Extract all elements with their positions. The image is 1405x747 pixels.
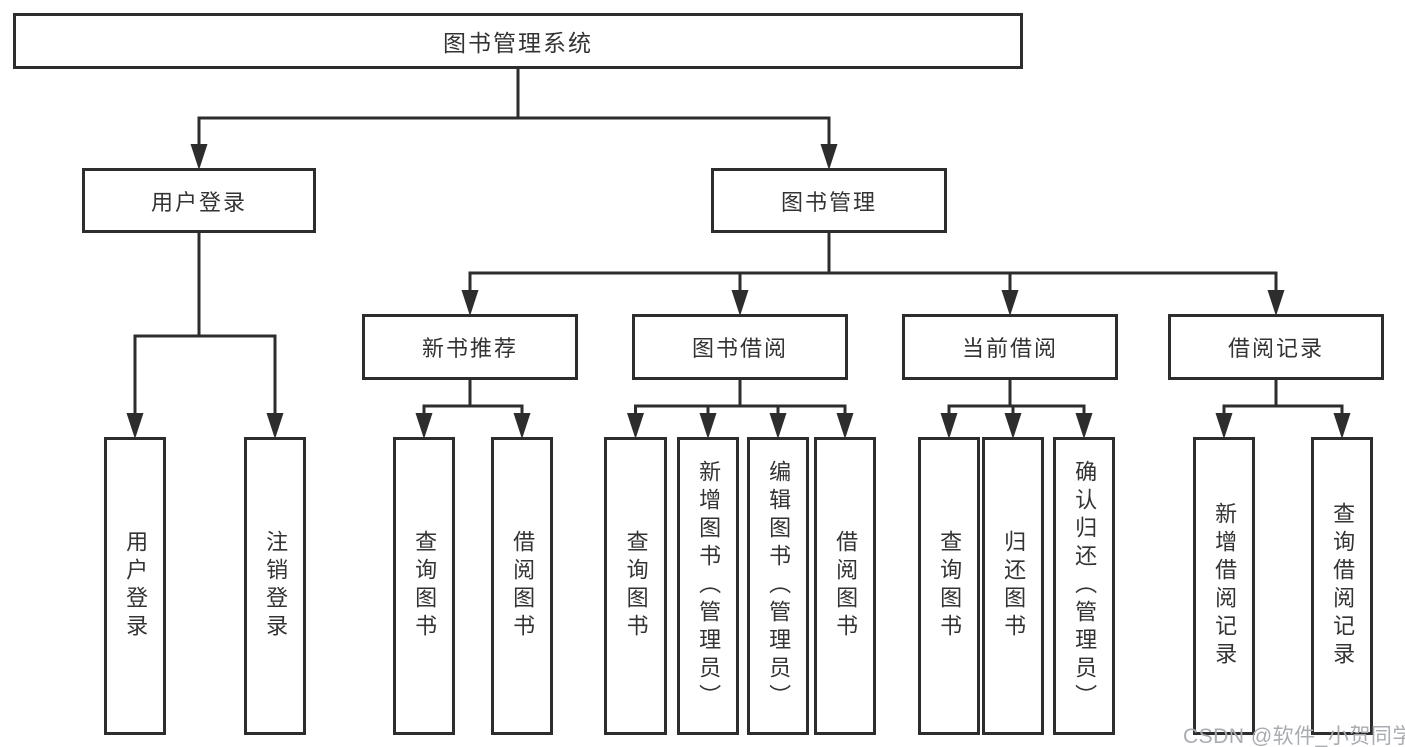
diagram-node-new-book-rec: 新书推荐 <box>362 314 578 380</box>
diagram-node-current-borrow: 当前借阅 <box>902 314 1118 380</box>
node-label: 图书借阅 <box>691 336 788 361</box>
diagram-node-br-query: 查询借阅记录 <box>1311 437 1373 735</box>
node-label: 借阅图书 <box>833 530 859 642</box>
arrowhead-down-icon <box>513 413 531 439</box>
arrowhead-down-icon <box>1215 413 1233 439</box>
node-label: 用户登录 <box>150 189 247 215</box>
watermark: CSDN @软件_小贺同学 <box>1183 725 1405 747</box>
diagram-node-cb-query: 查询图书 <box>918 437 980 735</box>
node-label: 用户登录 <box>123 530 149 642</box>
node-label: 查询图书 <box>623 530 649 642</box>
diagram-node-bb-add: 新增图书（管理员） <box>677 437 739 735</box>
diagram-node-user-login: 用户登录 <box>104 437 166 735</box>
diagram-node-login: 用户登录 <box>82 168 316 233</box>
arrowhead-down-icon <box>266 413 284 439</box>
node-label: 查询借阅记录 <box>1330 502 1356 670</box>
node-label: 查询图书 <box>937 530 963 642</box>
arrowhead-down-icon <box>731 290 749 316</box>
diagram-node-book-mgmt: 图书管理 <box>711 168 947 233</box>
arrowhead-down-icon <box>940 413 958 439</box>
arrowhead-down-icon <box>1267 290 1285 316</box>
diagram-node-nb-query: 查询图书 <box>393 437 455 735</box>
diagram-node-bb-borrow: 借阅图书 <box>814 437 876 735</box>
node-label: 借阅记录 <box>1227 336 1324 361</box>
arrowhead-down-icon <box>1001 290 1019 316</box>
diagram-node-book-borrow: 图书借阅 <box>632 314 848 380</box>
diagram-node-borrow-records: 借阅记录 <box>1168 314 1384 380</box>
arrowhead-down-icon <box>627 413 644 439</box>
diagram-node-root: 图书管理系统 <box>13 13 1023 69</box>
diagram-node-bb-query: 查询图书 <box>604 437 667 735</box>
arrowhead-down-icon <box>1333 413 1351 439</box>
node-label: 新书推荐 <box>421 336 518 361</box>
node-label: 借阅图书 <box>510 530 536 642</box>
arrowhead-down-icon <box>461 290 479 316</box>
node-label: 编辑图书（管理员） <box>766 460 792 712</box>
arrowhead-down-icon <box>699 413 717 439</box>
node-label: 归还图书 <box>1001 530 1027 642</box>
arrowhead-down-icon <box>820 144 838 170</box>
node-label: 新增借阅记录 <box>1212 502 1238 670</box>
arrowhead-down-icon <box>769 413 787 439</box>
node-label: 当前借阅 <box>961 336 1058 361</box>
diagram-node-logout: 注销登录 <box>244 437 306 735</box>
node-label: 新增图书（管理员） <box>696 460 722 712</box>
arrowhead-down-icon <box>836 413 854 439</box>
diagram-node-cb-return: 归还图书 <box>982 437 1044 735</box>
diagram-node-br-add: 新增借阅记录 <box>1193 437 1255 735</box>
node-label: 查询图书 <box>412 530 438 642</box>
arrowhead-down-icon <box>1004 413 1022 439</box>
diagram-node-cb-confirm: 确认归还（管理员） <box>1053 437 1115 735</box>
arrowhead-down-icon <box>1075 413 1093 439</box>
arrowhead-down-icon <box>190 144 208 170</box>
node-label: 注销登录 <box>263 530 289 642</box>
node-label: 确认归还（管理员） <box>1072 460 1098 712</box>
arrowhead-down-icon <box>126 413 144 439</box>
arrowhead-down-icon <box>415 413 433 439</box>
node-label: 图书管理系统 <box>443 30 593 56</box>
diagram-node-bb-edit: 编辑图书（管理员） <box>747 437 809 735</box>
diagram-node-nb-borrow: 借阅图书 <box>491 437 553 735</box>
node-label: 图书管理 <box>780 189 877 215</box>
